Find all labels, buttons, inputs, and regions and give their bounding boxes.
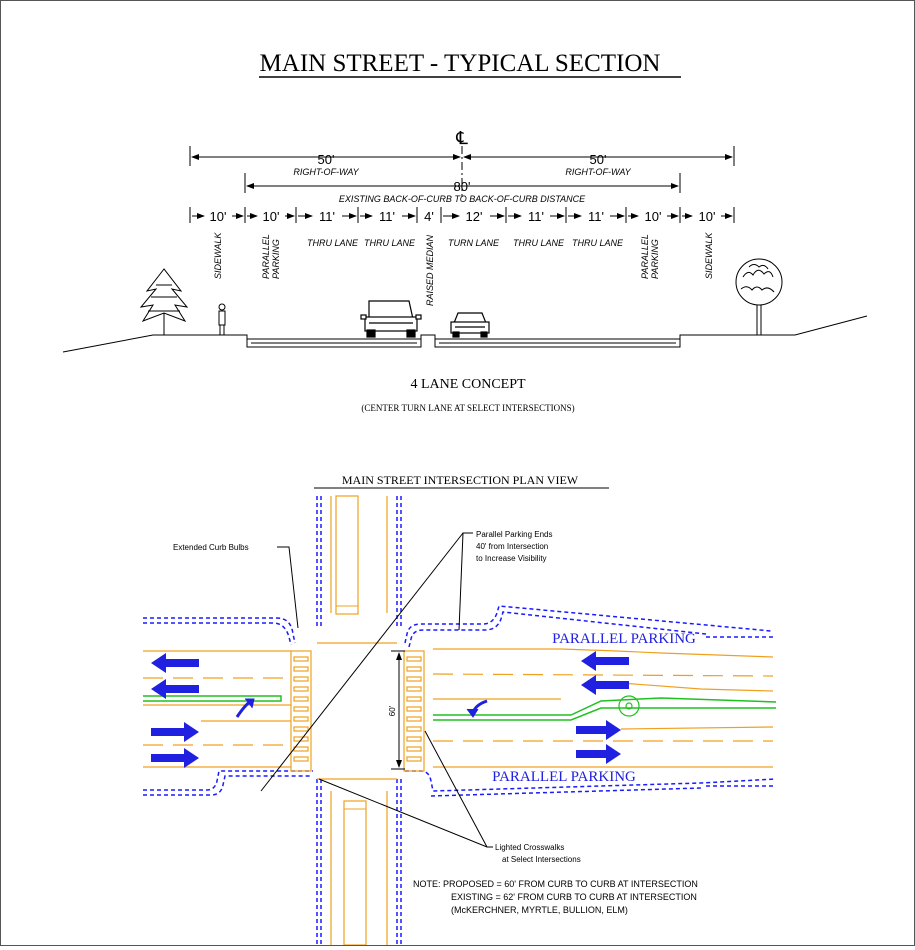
lane-widths: 10' 10' 11' 11' 4' 12' 11' 11' 10' 10' — [210, 209, 716, 224]
width-sidewalk-left: 10' — [210, 209, 227, 224]
curb-label: EXISTING BACK-OF-CURB TO BACK-OF-CURB DI… — [339, 194, 586, 204]
callout-curb-leader — [277, 546, 299, 629]
lane-width-chain — [189, 207, 735, 223]
callout-crosswalk-leader — [318, 730, 493, 848]
callout-crosswalk-line-1: Lighted Crosswalks — [495, 843, 564, 852]
callout-curb-bulbs: Extended Curb Bulbs — [173, 543, 249, 552]
road-cross-section — [62, 315, 868, 353]
north-cross-street — [316, 495, 402, 626]
label-thru-4: THRU LANE — [572, 238, 624, 248]
truck-icon — [360, 300, 422, 338]
width-turn: 12' — [466, 209, 483, 224]
callout-parking-line-3: to Increase Visibility — [476, 554, 547, 563]
centerline-symbol: ℄ — [455, 128, 468, 148]
label-turn: TURN LANE — [448, 238, 500, 248]
callout-crosswalk-line-2: at Select Intersections — [502, 855, 581, 864]
arrow-left-turn-west-icon — [235, 698, 255, 718]
crosswalk-west — [290, 650, 312, 772]
arrow-westbound-4-icon — [581, 675, 629, 695]
width-thru-3: 11' — [528, 209, 544, 224]
width-thru-1: 11' — [319, 209, 335, 224]
main-street-east — [404, 605, 777, 797]
car-icon — [450, 312, 490, 338]
label-parking-left-1: PARALLEL — [261, 234, 271, 279]
label-thru-1: THRU LANE — [307, 238, 359, 248]
section-title: MAIN STREET - TYPICAL SECTION — [260, 50, 661, 77]
arrow-eastbound-3-icon — [576, 720, 621, 740]
round-tree-icon — [735, 258, 783, 335]
arrow-westbound-3-icon — [581, 651, 629, 671]
parking-label-north: PARALLEL PARKING — [552, 631, 696, 647]
row-left-dim: 50' — [318, 152, 335, 167]
label-sidewalk-left: SIDEWALK — [213, 232, 223, 279]
width-thru-4: 11' — [588, 209, 604, 224]
note-line-1: NOTE: PROPOSED = 60' FROM CURB TO CURB A… — [413, 879, 698, 889]
note-line-2: EXISTING = 62' FROM CURB TO CURB AT INTE… — [451, 892, 697, 902]
arrow-westbound-1-icon — [151, 653, 199, 673]
tree-icon — [139, 268, 189, 335]
width-sidewalk-right: 10' — [699, 209, 716, 224]
arrow-eastbound-4-icon — [576, 744, 621, 764]
row-right-dim: 50' — [590, 152, 607, 167]
label-parking-right-1: PARALLEL — [640, 234, 650, 279]
label-sidewalk-right: SIDEWALK — [704, 232, 714, 279]
main-street-west — [143, 617, 397, 796]
plan-title: MAIN STREET INTERSECTION PLAN VIEW — [342, 473, 579, 487]
row-right-label: RIGHT-OF-WAY — [565, 167, 631, 177]
arrow-left-turn-east-icon — [466, 699, 488, 718]
width-median: 4' — [424, 209, 434, 224]
label-thru-3: THRU LANE — [513, 238, 565, 248]
arrow-eastbound-2-icon — [151, 748, 199, 768]
diagonal-leader — [260, 532, 464, 792]
south-cross-street — [316, 779, 402, 946]
arrow-eastbound-1-icon — [151, 722, 199, 742]
concept-title: 4 LANE CONCEPT — [410, 377, 526, 392]
median-tree-icon — [618, 695, 640, 717]
width-parking-right: 10' — [645, 209, 662, 224]
curb-dim: 80' — [454, 179, 471, 194]
callout-parking-line-2: 40' from Intersection — [476, 542, 548, 551]
parking-label-south: PARALLEL PARKING — [492, 769, 636, 785]
concept-note: (CENTER TURN LANE AT SELECT INTERSECTION… — [361, 403, 574, 413]
callout-parking-leader — [458, 532, 473, 631]
note-line-3: (McKERCHNER, MYRTLE, BULLION, ELM) — [451, 905, 628, 915]
dim-60: 60' — [388, 705, 397, 716]
callout-parking-line-1: Parallel Parking Ends — [476, 530, 552, 539]
label-thru-2: THRU LANE — [364, 238, 416, 248]
arrow-westbound-2-icon — [151, 679, 199, 699]
label-parking-right-2: PARKING — [650, 239, 660, 279]
width-parking-left: 10' — [263, 209, 280, 224]
label-median: RAISED MEDIAN — [425, 234, 435, 306]
lane-labels: SIDEWALK PARALLEL PARKING THRU LANE THRU… — [213, 232, 714, 306]
label-parking-left-2: PARKING — [271, 239, 281, 279]
pedestrian-icon — [218, 303, 226, 335]
row-left-label: RIGHT-OF-WAY — [293, 167, 359, 177]
crosswalk-east — [403, 650, 425, 772]
width-thru-2: 11' — [379, 209, 395, 224]
